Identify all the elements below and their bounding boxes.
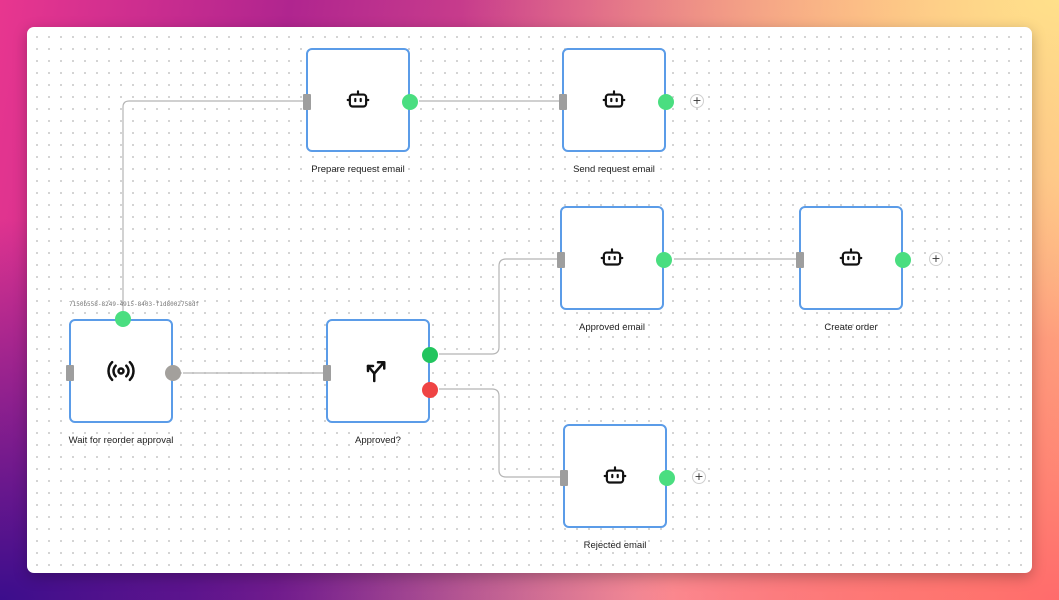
input-port[interactable] (559, 94, 567, 110)
input-port[interactable] (323, 365, 331, 381)
false-output-port[interactable] (422, 382, 438, 398)
node-label: Approved? (355, 435, 401, 446)
output-port[interactable] (402, 94, 418, 110)
node-wait-for-reorder-approval[interactable] (66, 311, 181, 423)
node-label: Send request email (573, 164, 655, 175)
true-output-port[interactable] (422, 347, 438, 363)
input-port[interactable] (66, 365, 74, 381)
output-port[interactable] (895, 252, 911, 268)
node-id-text: 7150b558-8249-4915-8403-f1d8002758df (69, 301, 200, 308)
top-output-port[interactable] (115, 311, 131, 327)
output-port[interactable] (659, 470, 675, 486)
input-port[interactable] (557, 252, 565, 268)
robot-icon (346, 90, 370, 108)
node-label: Prepare request email (311, 164, 405, 175)
node-create-order[interactable] (796, 206, 911, 310)
node-approved-email[interactable] (557, 206, 672, 310)
output-port[interactable] (656, 252, 672, 268)
robot-icon (603, 466, 627, 484)
workflow-canvas[interactable]: Prepare request email Send request email… (27, 27, 1032, 573)
broadcast-icon (107, 360, 135, 382)
node-send-request-email[interactable] (559, 48, 674, 152)
output-port[interactable] (658, 94, 674, 110)
node-label: Rejected email (583, 540, 647, 551)
edges-layer (122, 100, 799, 478)
edge-wait-to-prepare (122, 100, 306, 319)
branch-icon (366, 361, 386, 383)
robot-icon (839, 248, 863, 266)
edge-true-to-approved-email (439, 258, 560, 355)
add-step-button[interactable]: + (692, 470, 706, 484)
node-rejected-email[interactable] (560, 424, 675, 528)
input-port[interactable] (303, 94, 311, 110)
edge-false-to-rejected-email (439, 388, 563, 478)
node-approved-condition[interactable] (323, 319, 438, 423)
robot-icon (600, 248, 624, 266)
input-port[interactable] (796, 252, 804, 268)
robot-icon (602, 90, 626, 108)
add-step-button[interactable]: + (690, 94, 704, 108)
node-prepare-request-email[interactable] (303, 48, 418, 152)
input-port[interactable] (560, 470, 568, 486)
output-port[interactable] (165, 365, 181, 381)
node-label: Approved email (578, 322, 645, 333)
node-label: Create order (824, 322, 878, 333)
add-step-button[interactable]: + (929, 252, 943, 266)
node-label: Wait for reorder approval (68, 435, 174, 446)
